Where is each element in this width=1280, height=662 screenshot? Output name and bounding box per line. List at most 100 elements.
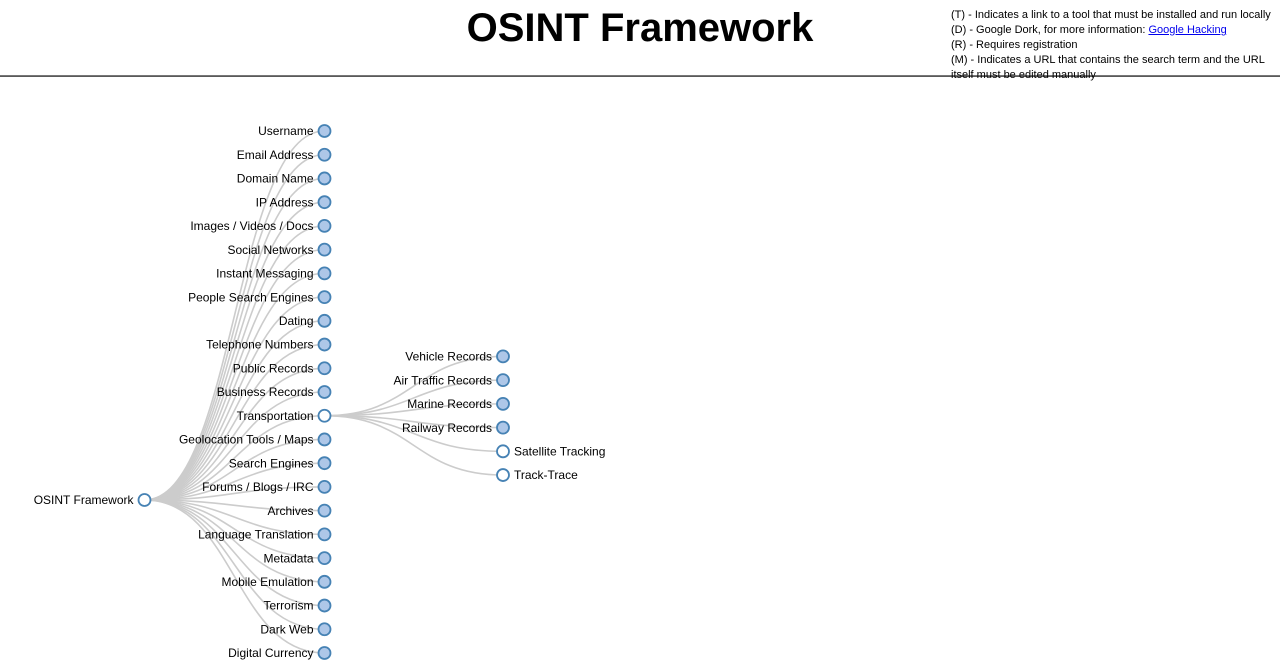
google-hacking-link[interactable]: Google Hacking [1148, 24, 1227, 36]
node-label-satellite-tracking[interactable]: Satellite Tracking [514, 445, 605, 459]
node-label-email-address[interactable]: Email Address [237, 148, 314, 162]
node-label-marine-records[interactable]: Marine Records [407, 397, 492, 411]
node-label-search-engines[interactable]: Search Engines [229, 456, 314, 470]
node-label-public-records[interactable]: Public Records [233, 361, 314, 375]
tree-link [324, 414, 504, 429]
node-label-railway-records[interactable]: Railway Records [402, 421, 492, 435]
node-label-images-videos-docs[interactable]: Images / Videos / Docs [190, 219, 313, 233]
node-circle-terrorism[interactable] [317, 598, 332, 613]
node-circle-search-engines[interactable] [317, 456, 332, 471]
node-circle-dark-web[interactable] [317, 622, 332, 637]
legend: (T) - Indicates a link to a tool that mu… [951, 8, 1280, 83]
node-circle-track-trace[interactable] [496, 468, 510, 482]
tree-link [144, 499, 325, 583]
node-circle-marine-records[interactable] [496, 396, 510, 411]
legend-item-text: (R) - Requires registration [951, 39, 1078, 51]
node-label-people-search-engines[interactable]: People Search Engines [188, 290, 313, 304]
node-circle-osint-framework[interactable] [137, 493, 152, 507]
node-circle-people-search-engines[interactable] [317, 290, 332, 304]
node-label-dark-web[interactable]: Dark Web [260, 622, 313, 636]
node-label-vehicle-records[interactable]: Vehicle Records [405, 350, 492, 364]
node-label-metadata[interactable]: Metadata [263, 551, 313, 565]
tree-link [144, 343, 325, 501]
node-circle-forums-blogs-irc[interactable] [317, 480, 332, 494]
node-circle-email-address[interactable] [317, 147, 332, 162]
tree-node-transportation: Transportation [237, 408, 332, 423]
tree-node-language-translation: Language Translation [198, 527, 332, 542]
tree-link [144, 499, 325, 654]
tree-link [144, 320, 325, 501]
legend-item: (M) - Indicates a URL that contains the … [951, 53, 1280, 83]
tree-link [144, 391, 325, 501]
node-label-instant-messaging[interactable]: Instant Messaging [216, 267, 313, 281]
tree-node-air-traffic-records: Air Traffic Records [394, 373, 510, 388]
node-label-digital-currency[interactable]: Digital Currency [228, 646, 313, 660]
node-label-geolocation-tools-maps[interactable]: Geolocation Tools / Maps [179, 433, 314, 447]
legend-item-text: (D) - Google Dork, for more information: [951, 24, 1149, 36]
node-label-username[interactable]: Username [258, 124, 314, 138]
node-circle-digital-currency[interactable] [317, 646, 332, 660]
node-circle-dating[interactable] [317, 313, 332, 328]
tree-node-terrorism: Terrorism [264, 598, 332, 613]
node-circle-images-videos-docs[interactable] [317, 219, 332, 233]
tree-node-digital-currency: Digital Currency [228, 646, 332, 660]
node-label-domain-name[interactable]: Domain Name [237, 172, 314, 186]
tree-link [324, 355, 504, 417]
node-circle-transportation[interactable] [317, 408, 332, 423]
node-circle-instant-messaging[interactable] [317, 266, 332, 281]
tree-node-forums-blogs-irc: Forums / Blogs / IRC [202, 480, 332, 494]
tree-node-public-records: Public Records [233, 361, 332, 376]
node-circle-social-networks[interactable] [317, 242, 332, 257]
tree-node-instant-messaging: Instant Messaging [216, 266, 332, 281]
node-circle-vehicle-records[interactable] [496, 349, 510, 364]
node-label-archives[interactable]: Archives [267, 504, 313, 518]
node-label-terrorism[interactable]: Terrorism [264, 599, 314, 613]
node-circle-telephone-numbers[interactable] [317, 337, 332, 352]
header-divider [0, 75, 1280, 77]
page-title: OSINT Framework [466, 6, 814, 50]
node-label-social-networks[interactable]: Social Networks [227, 243, 313, 257]
tree-link [144, 499, 325, 512]
node-circle-username[interactable] [317, 124, 332, 138]
legend-item: (R) - Requires registration [951, 38, 1280, 53]
tree-node-marine-records: Marine Records [407, 396, 510, 411]
tree-node-social-networks: Social Networks [227, 242, 332, 257]
legend-item-text: (M) - Indicates a URL that contains the … [951, 54, 1265, 81]
node-label-transportation[interactable]: Transportation [237, 409, 314, 423]
node-circle-language-translation[interactable] [317, 527, 332, 542]
tree-node-railway-records: Railway Records [402, 420, 510, 435]
legend-item: (T) - Indicates a link to a tool that mu… [951, 8, 1280, 23]
tree-node-dating: Dating [279, 313, 332, 328]
node-label-telephone-numbers[interactable]: Telephone Numbers [206, 338, 313, 352]
node-label-dating[interactable]: Dating [279, 314, 314, 328]
node-circle-business-records[interactable] [317, 385, 332, 399]
node-circle-railway-records[interactable] [496, 420, 510, 435]
node-circle-archives[interactable] [317, 503, 332, 518]
tree-node-email-address: Email Address [237, 147, 332, 162]
node-circle-air-traffic-records[interactable] [496, 373, 510, 388]
node-label-business-records[interactable]: Business Records [217, 385, 314, 399]
node-circle-public-records[interactable] [317, 361, 332, 376]
legend-item-text: (T) - Indicates a link to a tool that mu… [951, 9, 1271, 21]
node-label-mobile-emulation[interactable]: Mobile Emulation [221, 575, 313, 589]
tree-link [144, 296, 325, 501]
node-circle-mobile-emulation[interactable] [317, 574, 332, 589]
tree-node-domain-name: Domain Name [237, 171, 332, 186]
node-circle-geolocation-tools-maps[interactable] [317, 432, 332, 447]
node-label-ip-address[interactable]: IP Address [256, 195, 314, 209]
node-circle-satellite-tracking[interactable] [496, 444, 510, 459]
node-circle-metadata[interactable] [317, 551, 332, 565]
node-circle-ip-address[interactable] [317, 195, 332, 210]
tree-node-metadata: Metadata [263, 551, 332, 565]
node-label-air-traffic-records[interactable]: Air Traffic Records [394, 373, 492, 387]
node-label-track-trace[interactable]: Track-Trace [514, 468, 578, 482]
tree-node-geolocation-tools-maps: Geolocation Tools / Maps [179, 432, 332, 447]
node-circle-domain-name[interactable] [317, 171, 332, 186]
node-label-language-translation[interactable]: Language Translation [198, 528, 313, 542]
tree-node-satellite-tracking: Satellite Tracking [496, 444, 605, 459]
node-label-osint-framework[interactable]: OSINT Framework [34, 493, 135, 507]
tree-link [144, 153, 325, 501]
tree-link [144, 499, 325, 607]
node-label-forums-blogs-irc[interactable]: Forums / Blogs / IRC [202, 480, 314, 494]
